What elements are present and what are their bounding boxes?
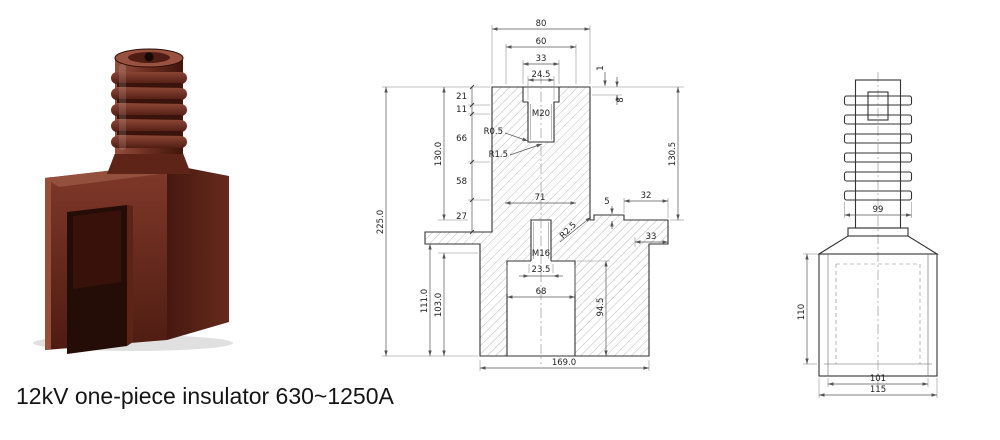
- product-photo: [33, 48, 233, 354]
- photo-insulator-column: [107, 48, 191, 174]
- dim-33b: 33: [646, 232, 657, 242]
- photo-top-hole: [144, 52, 154, 62]
- dim-5: 5: [604, 197, 609, 207]
- dim-66: 66: [456, 134, 467, 144]
- dim-110: 110: [797, 304, 807, 320]
- dim-8: 8: [616, 97, 626, 102]
- side-extension-lines: [803, 202, 938, 398]
- dim-32: 32: [641, 191, 652, 201]
- photo-ribs: [111, 72, 187, 148]
- dim-80: 80: [536, 19, 547, 29]
- dim-11: 11: [456, 105, 467, 115]
- dim-130-0: 130.0: [434, 142, 444, 166]
- dim-27: 27: [456, 212, 467, 222]
- side-view-drawing: 99 110 101 115: [797, 72, 939, 398]
- front-view-drawing: 80 60 33 24.5 M20 1 8 21 11 66 58 27 R0.…: [376, 19, 684, 371]
- dim-58: 58: [456, 177, 467, 187]
- dim-94-5: 94.5: [596, 298, 606, 317]
- front-dimension-lines: [384, 27, 680, 370]
- dim-33: 33: [536, 54, 547, 64]
- dim-103-0: 103.0: [434, 293, 444, 317]
- side-view-body: [817, 72, 939, 388]
- dim-m16: M16: [532, 249, 550, 259]
- dim-68: 68: [536, 287, 547, 297]
- dim-m20: M20: [532, 109, 550, 119]
- dim-111-0: 111.0: [420, 289, 430, 313]
- dim-r0-5: R0.5: [484, 127, 503, 137]
- dim-101: 101: [870, 374, 886, 384]
- dim-24-5: 24.5: [532, 70, 551, 80]
- dim-1: 1: [596, 65, 606, 70]
- photo-bracket: [45, 164, 229, 354]
- dim-71: 71: [535, 193, 546, 203]
- front-extension-lines: [382, 25, 684, 371]
- dim-21: 21: [456, 92, 467, 102]
- dim-225-0: 225.0: [376, 210, 386, 234]
- dim-115: 115: [870, 385, 886, 395]
- dim-99: 99: [873, 205, 884, 215]
- dim-r1-5: R1.5: [489, 150, 508, 160]
- dim-60: 60: [536, 37, 547, 47]
- dim-130-5: 130.5: [668, 142, 678, 166]
- front-dimension-labels: 80 60 33 24.5 M20 1 8 21 11 66 58 27 R0.…: [376, 19, 678, 368]
- dim-23-5: 23.5: [532, 265, 551, 275]
- product-caption: 12kV one-piece insulator 630~1250A: [16, 383, 394, 409]
- side-dimension-lines: [805, 213, 937, 397]
- dim-169-0: 169.0: [552, 358, 576, 368]
- side-dimension-labels: 99 110 101 115: [797, 205, 886, 395]
